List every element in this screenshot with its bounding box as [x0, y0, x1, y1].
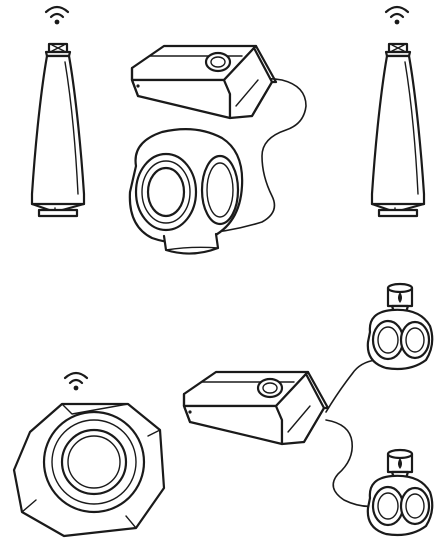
- wired-satellite-speaker-bottom: [368, 450, 432, 535]
- hub-box-top: [132, 46, 276, 118]
- wired-satellite-speaker-top: [368, 284, 432, 369]
- hub-to-satellite-top-cable: [326, 360, 376, 412]
- wireless-floor-speaker-left: [32, 7, 84, 216]
- setup-diagram-top: [32, 7, 424, 254]
- hub-to-satellite-bottom-cable: [326, 420, 376, 506]
- wifi-signal-icon: [65, 373, 87, 390]
- wired-subwoofer-top: [130, 129, 242, 253]
- wifi-signal-icon: [386, 7, 408, 24]
- wireless-subwoofer-bottom: [14, 373, 164, 536]
- wireless-floor-speaker-right: [372, 7, 424, 216]
- hub-box-bottom: [184, 372, 328, 444]
- setup-diagram-bottom: [14, 284, 432, 536]
- wifi-signal-icon: [46, 7, 68, 24]
